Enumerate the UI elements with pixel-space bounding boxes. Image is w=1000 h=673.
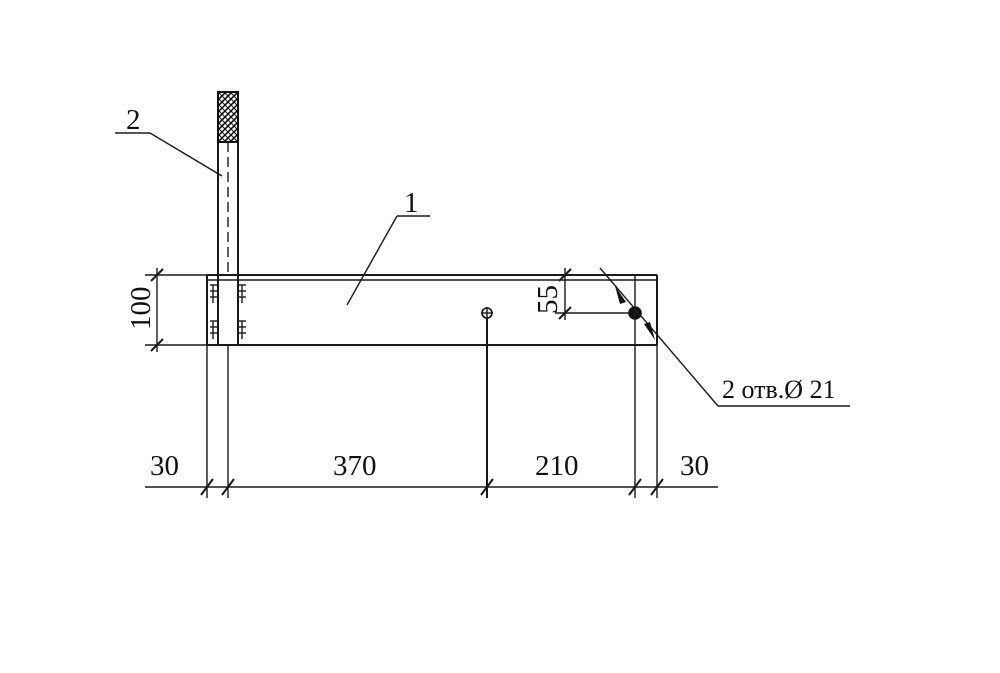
- callout-label-1: 1: [404, 187, 419, 219]
- handle-knurled-grip: [217, 91, 239, 143]
- callout-leader-1: [346, 215, 430, 306]
- hole-left: [481, 307, 493, 319]
- left-margin-label: 30: [150, 450, 179, 482]
- plate-part: [206, 274, 658, 346]
- offset-dimension-line: [558, 268, 572, 320]
- span-left-label: 370: [333, 450, 377, 482]
- diameter-leader: [599, 267, 850, 407]
- callout-leader-2: [115, 132, 223, 177]
- horizontal-dimension-line: [145, 478, 718, 496]
- extension-lines: [145, 274, 658, 498]
- hole-note-label: 2 отв.Ø 21: [722, 375, 836, 404]
- right-margin-label: 30: [680, 450, 709, 482]
- handle-part: [210, 91, 246, 345]
- offset-dimension-label: 55: [532, 285, 564, 314]
- span-right-label: 210: [535, 450, 579, 482]
- callout-label-2: 2: [126, 104, 141, 136]
- handle-tick-marks: [210, 284, 246, 339]
- height-dimension-label: 100: [125, 287, 157, 331]
- height-dimension-line: [150, 268, 164, 352]
